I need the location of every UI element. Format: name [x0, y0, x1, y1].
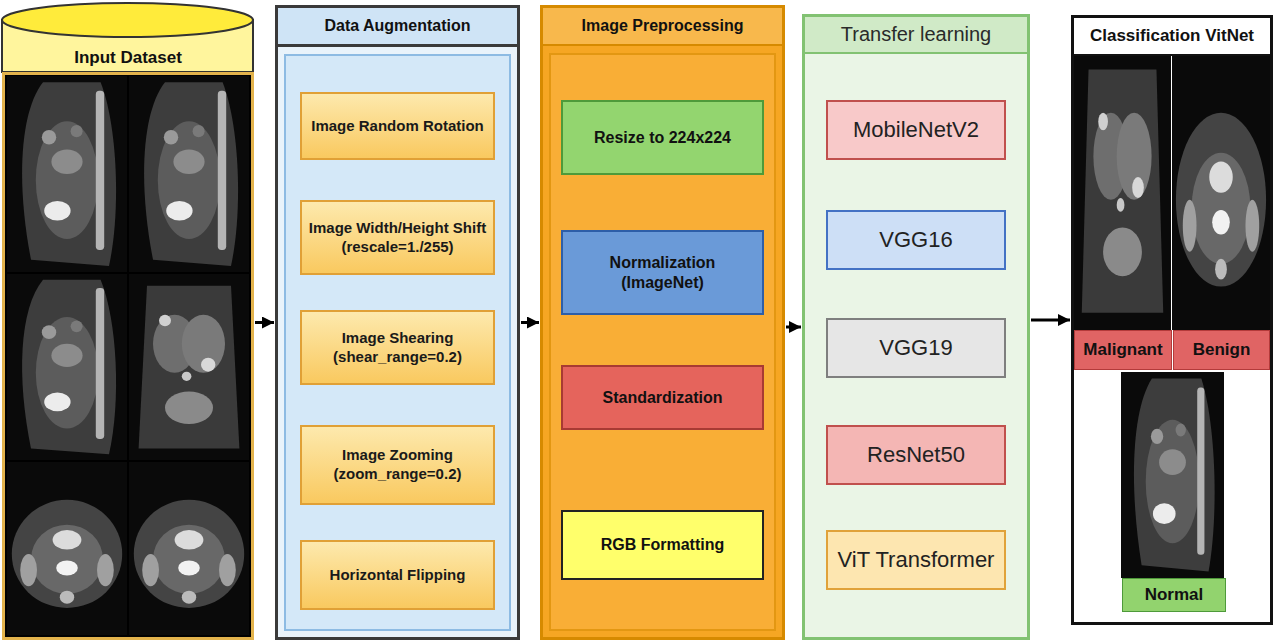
box-label: Malignant: [1083, 340, 1162, 360]
flow-arrow: [255, 321, 274, 324]
box-label: VGG19: [879, 335, 952, 361]
preprocessing-step: Resize to 224x224: [561, 100, 764, 175]
box-label: VGG16: [879, 227, 952, 253]
flow-arrow: [786, 326, 801, 329]
cylinder-top: [2, 3, 253, 37]
mri-image: [1074, 52, 1171, 330]
box-label: Standardization: [602, 388, 722, 408]
classification-panel: Classification VitNetMalignant BenignNorm…: [1071, 15, 1273, 625]
box-label: ResNet50: [867, 442, 965, 468]
box-label: Horizontal Flipping: [330, 566, 466, 585]
preprocessing-step: RGB Formatting: [561, 510, 764, 580]
panel-heading: Image Preprocessing: [543, 8, 782, 46]
box-label: Image Width/Height Shift (rescale=1./255…: [308, 219, 487, 257]
flow-arrow: [521, 321, 539, 324]
mri-image: [129, 462, 249, 635]
augmentation-step: Image Width/Height Shift (rescale=1./255…: [300, 200, 495, 275]
classification-ground: [1071, 15, 1273, 625]
panel-heading: Input Dataset: [2, 45, 254, 71]
model-box: ResNet50: [826, 425, 1006, 485]
augmentation-step: Image Shearing (shear_range=0.2): [300, 310, 495, 385]
box-label: Resize to 224x224: [594, 128, 731, 148]
mri-image: [129, 76, 249, 272]
preprocessing-step: Standardization: [561, 365, 764, 430]
mri-image: [1121, 372, 1224, 578]
mri-image: [1172, 52, 1270, 330]
augmentation-step: Image Random Rotation: [300, 92, 495, 160]
augmentation-step: Horizontal Flipping: [300, 540, 495, 610]
model-box: VGG19: [826, 318, 1006, 378]
box-label: Normalization (ImageNet): [569, 253, 756, 293]
mri-image: [7, 274, 127, 460]
box-label: Image Shearing (shear_range=0.2): [308, 329, 487, 367]
augmentation-step: Image Zooming (zoom_range=0.2): [300, 425, 495, 505]
panel-heading: Classification VitNet: [1074, 18, 1270, 56]
model-box: ViT Transformer: [826, 530, 1006, 590]
mri-image: [129, 274, 249, 460]
flow-arrow: [1031, 319, 1070, 322]
box-label: MobileNetV2: [853, 117, 979, 143]
box-label: Normal: [1145, 585, 1204, 605]
mri-image: [7, 462, 127, 635]
dataset-panel: Input Dataset: [2, 0, 254, 640]
dataset-frame: [4, 74, 253, 639]
box-label: RGB Formatting: [601, 535, 725, 555]
preprocessing-step: Normalization (ImageNet): [561, 230, 764, 315]
preprocessing-panel: Image PreprocessingResize to 224x224Norm…: [540, 5, 785, 640]
class-label: Malignant: [1074, 330, 1172, 370]
augmentation-panel: Data AugmentationImage Random RotationIm…: [275, 5, 520, 640]
box-label: Image Zooming (zoom_range=0.2): [308, 446, 487, 484]
panel-heading: Data Augmentation: [278, 8, 517, 47]
transfer-learning-panel: Transfer learningMobileNetV2VGG16VGG19Re…: [802, 14, 1030, 640]
box-label: ViT Transformer: [838, 547, 995, 573]
panel-heading: Transfer learning: [805, 17, 1027, 54]
model-box: VGG16: [826, 210, 1006, 270]
model-box: MobileNetV2: [826, 100, 1006, 160]
box-label: Image Random Rotation: [311, 117, 484, 136]
class-label: Benign: [1173, 330, 1270, 370]
box-label: Benign: [1193, 340, 1251, 360]
class-label: Normal: [1122, 578, 1226, 612]
mri-image: [7, 76, 127, 272]
